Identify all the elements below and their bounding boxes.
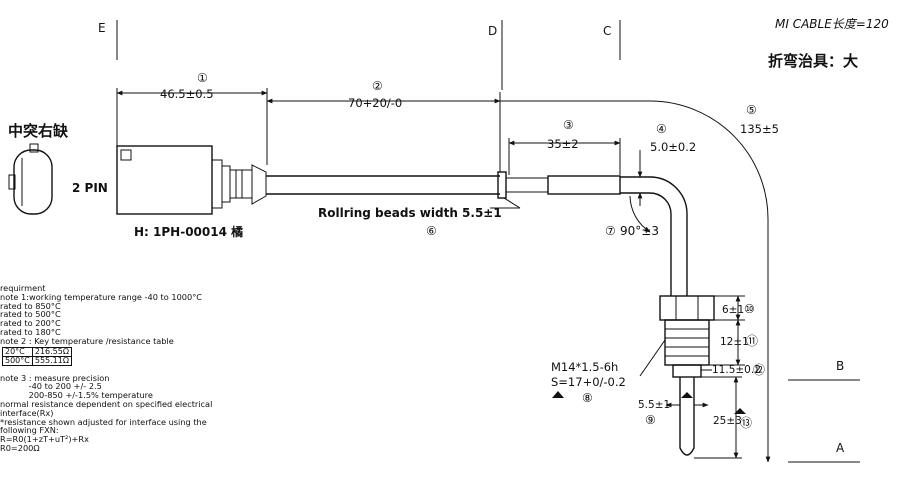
- section-letter-e: E: [98, 21, 106, 35]
- section-letter-c: C: [603, 24, 611, 38]
- dim-4-text: 5.0±0.2: [650, 140, 696, 154]
- note-line: interface(Rx): [0, 407, 54, 418]
- table-cell: 500°C: [2, 355, 33, 366]
- connector-end-view: [8, 143, 53, 215]
- note-line: note 3 : measure precision: [0, 372, 110, 383]
- note-line: rated to 500°C: [0, 309, 61, 320]
- note-line: rated to 850°C: [0, 300, 61, 311]
- sensor-fitting: [659, 295, 715, 456]
- pin-count-label: 2 PIN: [72, 181, 108, 195]
- temperature-resistance-table: 20°C 216.55Ω 500°C 555.11Ω: [2, 346, 72, 366]
- dim-9-triangle: [681, 392, 693, 398]
- bending-tool-note: 折弯治具：大: [768, 52, 858, 70]
- note-line: rated to 200°C: [0, 318, 61, 329]
- table-row: 500°C 555.11Ω: [2, 355, 72, 366]
- dim-11-mark: ⑪: [746, 334, 758, 348]
- requirement-notes: requirment note 1:working temperature ra…: [0, 284, 212, 453]
- table-row: 20°C 216.55Ω: [2, 346, 72, 357]
- note-line: *resistance shown adjusted for interface…: [0, 416, 207, 427]
- mi-cable-note: MI CABLE长度=120: [775, 17, 889, 31]
- section-letter-a: A: [836, 441, 845, 455]
- dim-2-mark: ②: [372, 79, 383, 93]
- dim-3-text: 35±2: [547, 137, 579, 151]
- dim-8-hex: S=17+0/-0.2: [551, 375, 626, 389]
- dim-6-mark: ⑥: [426, 224, 437, 238]
- cable: [266, 171, 688, 296]
- dim-1-text: 46.5±0.5: [160, 87, 214, 101]
- dim-2-text: 70+20/-0: [348, 96, 402, 110]
- dim-13-mark: ⑬: [740, 416, 752, 430]
- connector-housing: [116, 145, 267, 215]
- note-line: rated to 180°C: [0, 326, 61, 337]
- housing-part-label: H: 1PH-00014 橘: [134, 224, 243, 239]
- dim-11-text: 12±1: [720, 336, 749, 348]
- note-line: note 2 : Key temperature /resistance tab…: [0, 335, 174, 346]
- dim-7-text: 90°±3: [620, 224, 659, 238]
- section-letter-b: B: [836, 359, 844, 373]
- dim-8-mark: ⑧: [582, 391, 593, 405]
- note-line: requirment: [0, 283, 46, 293]
- table-cell: 20°C: [2, 346, 33, 357]
- dim-12-mark: ⑫: [753, 363, 765, 377]
- dim-1-mark: ①: [197, 71, 208, 85]
- note-line: R=R0(1+zT+uT²)+Rx: [0, 434, 89, 445]
- note-line: R0=200Ω: [0, 442, 40, 453]
- dim-9-text: 5.5±1: [638, 399, 670, 411]
- note-line: note 1:working temperature range -40 to …: [0, 291, 203, 302]
- dim-6-text: Rollring beads width 5.5±1: [318, 206, 502, 220]
- dim-5-mark: ⑤: [746, 103, 757, 117]
- table-cell: 555.11Ω: [31, 355, 72, 366]
- dim-8-thread: M14*1.5-6h: [551, 360, 618, 374]
- dim-9-mark: ⑨: [645, 413, 656, 427]
- table-cell: 216.55Ω: [31, 346, 72, 357]
- note-line: normal resistance dependent on specified…: [0, 398, 213, 409]
- connector-title: 中突右缺: [8, 122, 69, 140]
- dim-10-mark: ⑩: [744, 302, 755, 316]
- dim-7-mark: ⑦: [605, 224, 616, 238]
- note-line: -40 to 200 +/- 2.5: [0, 381, 102, 392]
- note-line: following FXN:: [0, 425, 59, 436]
- dim-13-triangle: [734, 408, 746, 414]
- section-letter-d: D: [488, 24, 497, 38]
- note-line: 200-850 +/-1.5% temperature: [0, 390, 153, 401]
- dim-12-text: 11.5±0.2: [712, 364, 761, 376]
- dim-8-triangle: [552, 391, 564, 398]
- dim-5-text: 135±5: [740, 122, 779, 136]
- dim-3-mark: ③: [563, 118, 574, 132]
- dim-4-mark: ④: [656, 122, 667, 136]
- dim-10-text: 6±1: [722, 304, 744, 316]
- dim-13-text: 25±3: [713, 415, 742, 427]
